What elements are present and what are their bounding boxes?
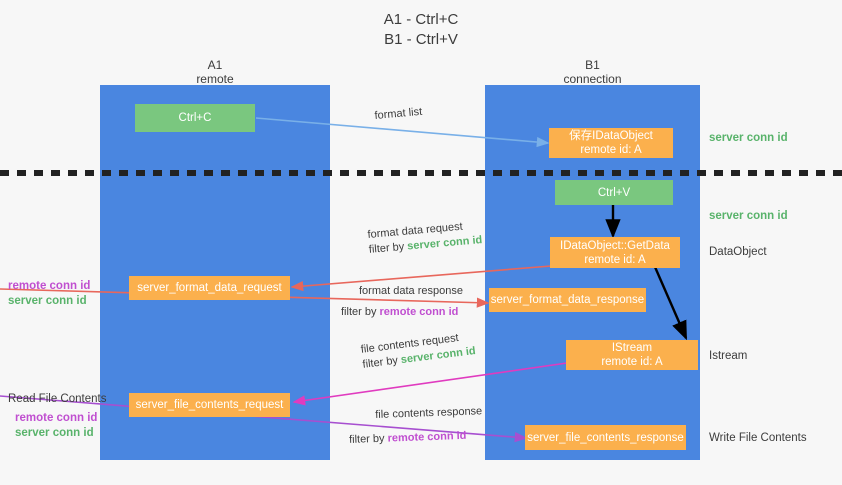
node-getdata-line1: IDataObject::GetData xyxy=(560,239,670,252)
node-server-format-data-request[interactable]: server_format_data_request xyxy=(129,276,290,300)
node-server-format-data-response-label: server_format_data_response xyxy=(490,294,645,306)
column-header-b1: B1 connection xyxy=(485,58,700,86)
right-label-server-conn-id-second: server conn id xyxy=(709,210,788,222)
edge-label-format-data-request-filter-prefix: filter by xyxy=(368,240,408,256)
edge-label-format-data-response-text: format data response xyxy=(359,285,463,297)
edge-label-file-contents-response-text: file contents response xyxy=(375,405,483,421)
title-line-1: A1 - Ctrl+C xyxy=(383,11,459,28)
left-label-server-conn-id-2: server conn id xyxy=(15,427,94,439)
node-store-dataobject-line2: remote id: A xyxy=(580,144,642,156)
right-label-server-conn-id-top: server conn id xyxy=(709,132,788,144)
node-ctrl-v[interactable]: Ctrl+V xyxy=(555,180,673,205)
right-label-dataobject: DataObject xyxy=(709,246,767,258)
node-getdata-line2: remote id: A xyxy=(584,253,646,266)
node-ctrl-c[interactable]: Ctrl+C xyxy=(135,104,255,132)
node-server-format-data-response[interactable]: server_format_data_response xyxy=(489,288,646,312)
edge-label-format-data-response: format data response filter by remote co… xyxy=(341,284,463,320)
edge-label-format-data-response-filter-prefix: filter by xyxy=(341,306,380,318)
edge-label-file-contents-response-filter-prefix: filter by xyxy=(348,432,388,446)
node-store-dataobject[interactable]: 保存IDataObject remote id: A xyxy=(549,128,673,158)
edge-label-file-contents-request-filter-prefix: filter by xyxy=(361,354,402,371)
edge-label-format-data-response-filter-value: remote conn id xyxy=(379,306,459,318)
edge-label-format-data-response-filter: filter by remote conn id xyxy=(341,305,463,320)
node-store-dataobject-line1: 保存IDataObject xyxy=(569,130,653,142)
page-title: A1 - Ctrl+C B1 - Ctrl+V xyxy=(0,10,842,50)
edge-label-format-list: format list xyxy=(374,105,423,122)
edge-label-file-contents-response: file contents response filter by remote … xyxy=(349,404,483,447)
node-server-file-contents-request-label: server_file_contents_request xyxy=(135,399,284,411)
column-header-a1: A1 remote xyxy=(100,58,330,86)
right-label-write-file-contents: Write File Contents xyxy=(709,432,807,444)
column-header-b1-name: B1 xyxy=(585,58,600,72)
right-label-istream: Istream xyxy=(709,350,748,362)
left-label-remote-conn-id-2: remote conn id xyxy=(15,412,98,424)
node-ctrl-c-label: Ctrl+C xyxy=(178,112,212,124)
column-header-b1-sub: connection xyxy=(563,72,622,86)
node-server-format-data-request-label: server_format_data_request xyxy=(137,282,282,294)
column-header-a1-sub: remote xyxy=(196,72,234,86)
title-line-2: B1 - Ctrl+V xyxy=(384,31,458,48)
node-server-file-contents-response[interactable]: server_file_contents_response xyxy=(525,425,686,450)
node-istream-line2: remote id: A xyxy=(601,356,663,368)
node-getdata[interactable]: IDataObject::GetData remote id: A xyxy=(550,237,680,268)
edge-label-format-data-request: format data request filter by server con… xyxy=(367,218,483,258)
dashed-divider xyxy=(0,170,842,176)
edge-label-file-contents-response-filter: filter by remote conn id xyxy=(349,428,483,448)
left-label-remote-conn-id-1: remote conn id xyxy=(8,280,91,292)
edge-label-file-contents-request: file contents request filter by server c… xyxy=(360,329,477,373)
node-istream[interactable]: IStream remote id: A xyxy=(566,340,698,370)
left-label-read-file-contents: Read File Contents xyxy=(8,393,107,405)
node-ctrl-v-label: Ctrl+V xyxy=(597,186,631,199)
node-istream-line1: IStream xyxy=(611,342,653,354)
edge-label-file-contents-response-filter-value: remote conn id xyxy=(387,429,467,445)
node-server-file-contents-request[interactable]: server_file_contents_request xyxy=(129,393,290,417)
column-header-a1-name: A1 xyxy=(207,58,223,72)
left-label-server-conn-id-1: server conn id xyxy=(8,295,87,307)
node-server-file-contents-response-label: server_file_contents_response xyxy=(527,431,684,444)
